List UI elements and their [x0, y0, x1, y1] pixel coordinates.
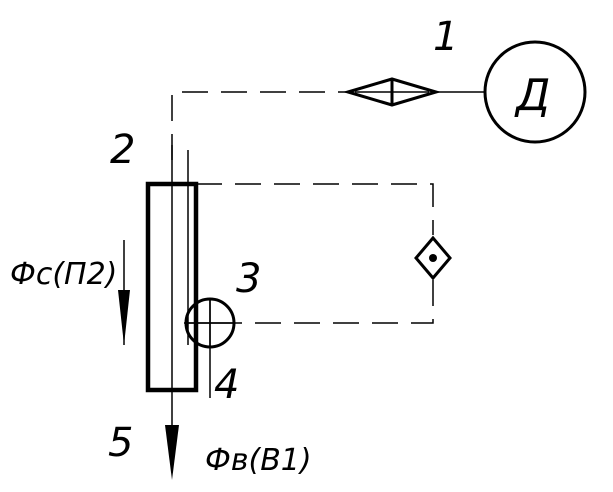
feed-arrow-b-head	[165, 425, 179, 480]
label-5: 5	[108, 420, 133, 466]
feed-arrow-b	[165, 425, 179, 480]
slide-block	[145, 145, 236, 455]
label-1: 1	[433, 14, 458, 60]
motor-label: Д	[514, 70, 550, 121]
right-loop	[196, 183, 452, 324]
label-4: 4	[214, 362, 239, 408]
feed-arrow-c	[118, 240, 130, 345]
label-flux-c: Фс(П2)	[10, 257, 117, 292]
top-transmission	[171, 77, 486, 160]
motor: Д	[483, 40, 587, 144]
top-dashed-shaft	[171, 91, 348, 160]
feed-arrow-c-head	[118, 290, 130, 345]
label-3: 3	[236, 256, 261, 302]
label-flux-b: Фв(В1)	[205, 443, 312, 478]
right-loop-lower	[236, 280, 434, 324]
coupling-center-dot	[429, 254, 437, 262]
label-2: 2	[110, 127, 135, 173]
right-loop-upper	[196, 183, 434, 235]
